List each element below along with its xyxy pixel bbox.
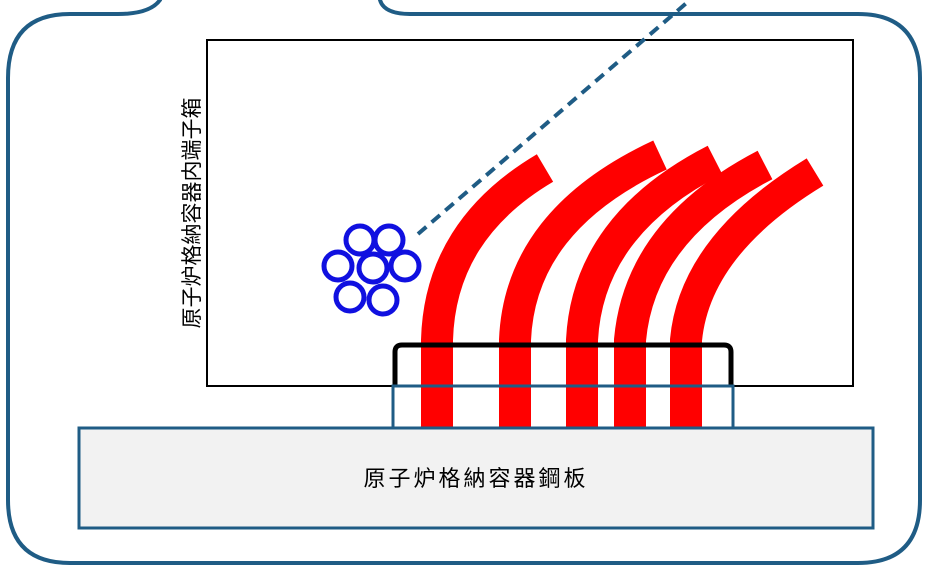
conductor-circle	[321, 249, 355, 283]
terminal-box-label: 原子炉格納容器内端子箱	[180, 98, 204, 329]
cable-1	[421, 154, 554, 430]
cable-2	[499, 140, 667, 430]
sleeve-outline-black	[392, 342, 734, 386]
outer-frame-outline	[6, 0, 922, 565]
sleeve-gaps	[454, 347, 565, 429]
sleeve-gap	[454, 347, 498, 429]
containment-plate	[77, 426, 875, 530]
conductor-circle	[343, 223, 377, 257]
conductor-circle	[388, 249, 422, 283]
leader-line	[416, 0, 692, 236]
conductor-bundle	[321, 223, 422, 317]
cable-4	[614, 150, 773, 430]
cable-3	[566, 145, 723, 430]
conductor-circle	[366, 283, 400, 317]
conductor-circle	[356, 251, 390, 285]
conductor-circle	[372, 223, 406, 257]
outer-frame	[6, 0, 922, 565]
containment-plate-label: 原子炉格納容器鋼板	[363, 467, 588, 492]
cable-5	[670, 158, 824, 430]
cables	[421, 140, 824, 430]
sleeve-gap	[532, 347, 565, 429]
conductor-circle	[333, 280, 367, 314]
